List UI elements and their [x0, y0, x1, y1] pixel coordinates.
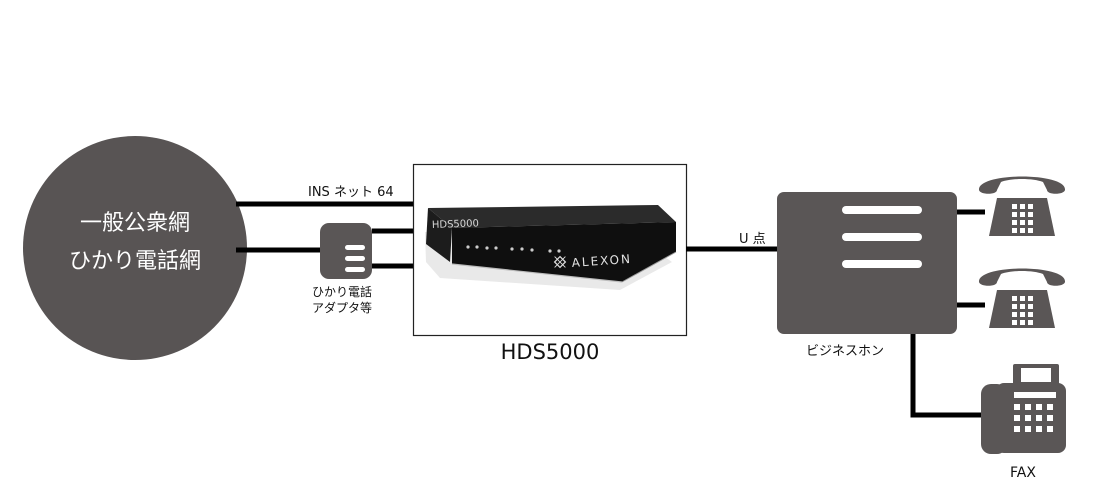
business-phone-label: ビジネスホン [806, 344, 885, 359]
public-network-label: 一般公衆網 ひかり電話網 [30, 205, 240, 281]
fax-label: FAX [1010, 465, 1036, 481]
fax-icon [981, 364, 1066, 454]
business-phone-unit-icon [777, 192, 957, 334]
u-point-label: U 点 [739, 232, 766, 247]
device-title: HDS5000 [500, 340, 600, 364]
adapter-label-line2: アダプタ等 [312, 301, 373, 315]
public-network-circle [23, 136, 247, 360]
adapter-icon [320, 223, 372, 279]
fax-line [910, 334, 985, 418]
device-panel-model: HDS5000 [432, 218, 479, 231]
ins-label: INS ネット 64 [308, 185, 394, 200]
device-panel-brand: ALEXON [571, 252, 632, 270]
telephone-icon [978, 268, 1066, 328]
adapter-label-line1: ひかり電話 [312, 285, 373, 299]
hds5000-device-image: HDS5000 ALEXON [425, 205, 677, 290]
telephone-icon [978, 176, 1066, 236]
network-line-1: 一般公衆網 [79, 211, 190, 236]
network-line-2: ひかり電話網 [68, 249, 201, 274]
